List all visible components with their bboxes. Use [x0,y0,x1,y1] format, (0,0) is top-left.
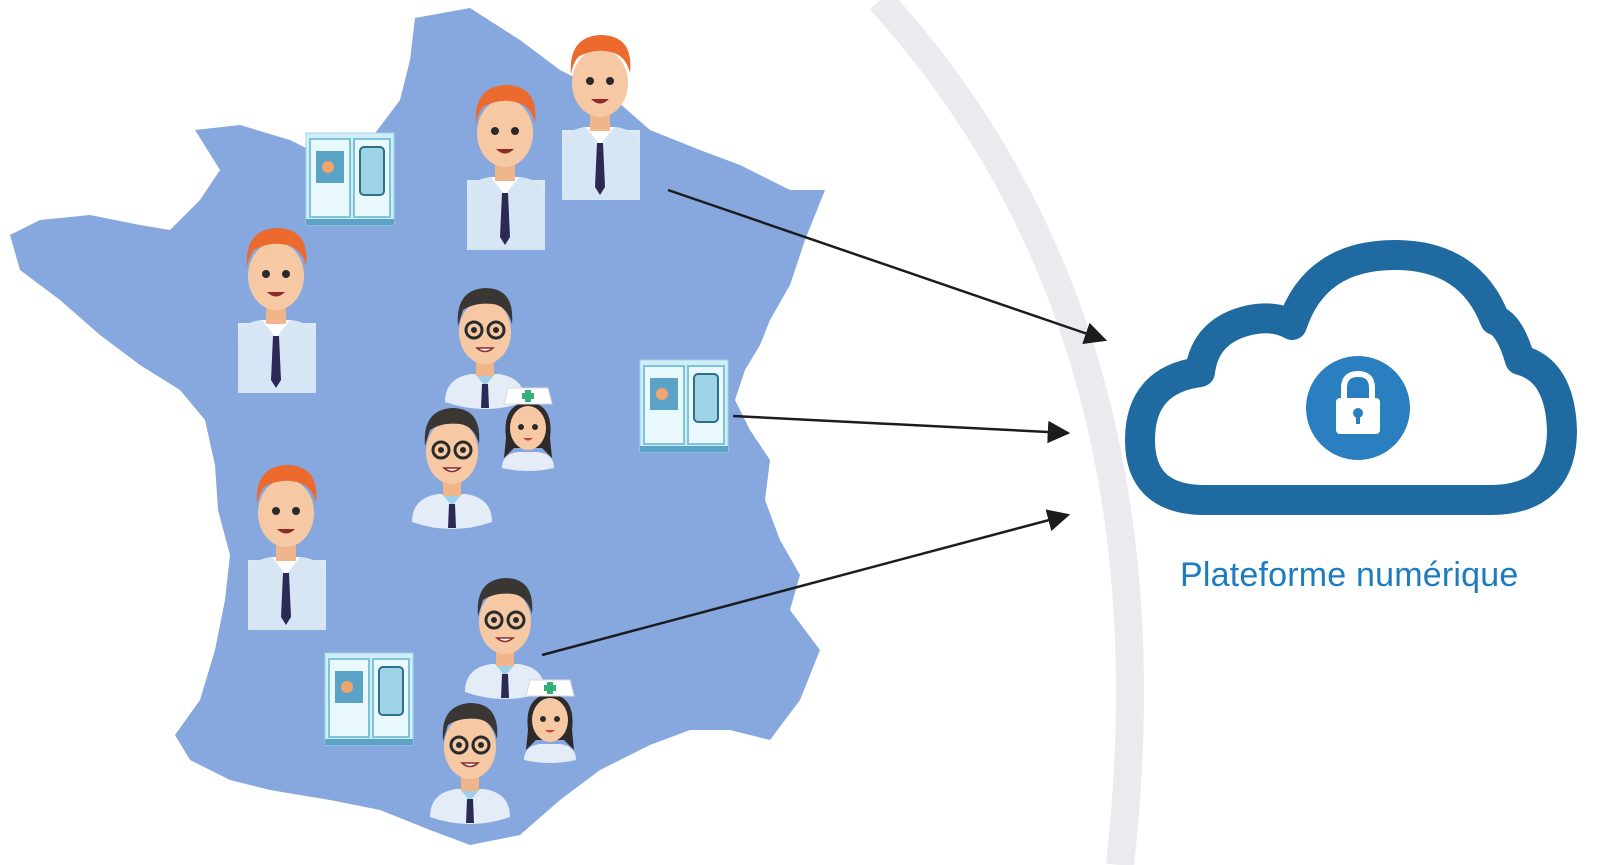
background-arc [869,0,1144,865]
cloud-lock-icon [1125,240,1577,515]
arrow-south [541,509,1071,657]
clinic-icon-1 [305,132,395,226]
nurse-avatar-1 [501,387,555,472]
clinic-icon-3 [324,652,414,746]
arrow-east [732,414,1071,444]
clinic-icon-2 [639,359,729,453]
france-map [10,8,825,845]
nurse-avatar-2 [523,679,577,764]
platform-label: Plateforme numérique [1180,556,1519,594]
arrow-north [667,188,1108,345]
